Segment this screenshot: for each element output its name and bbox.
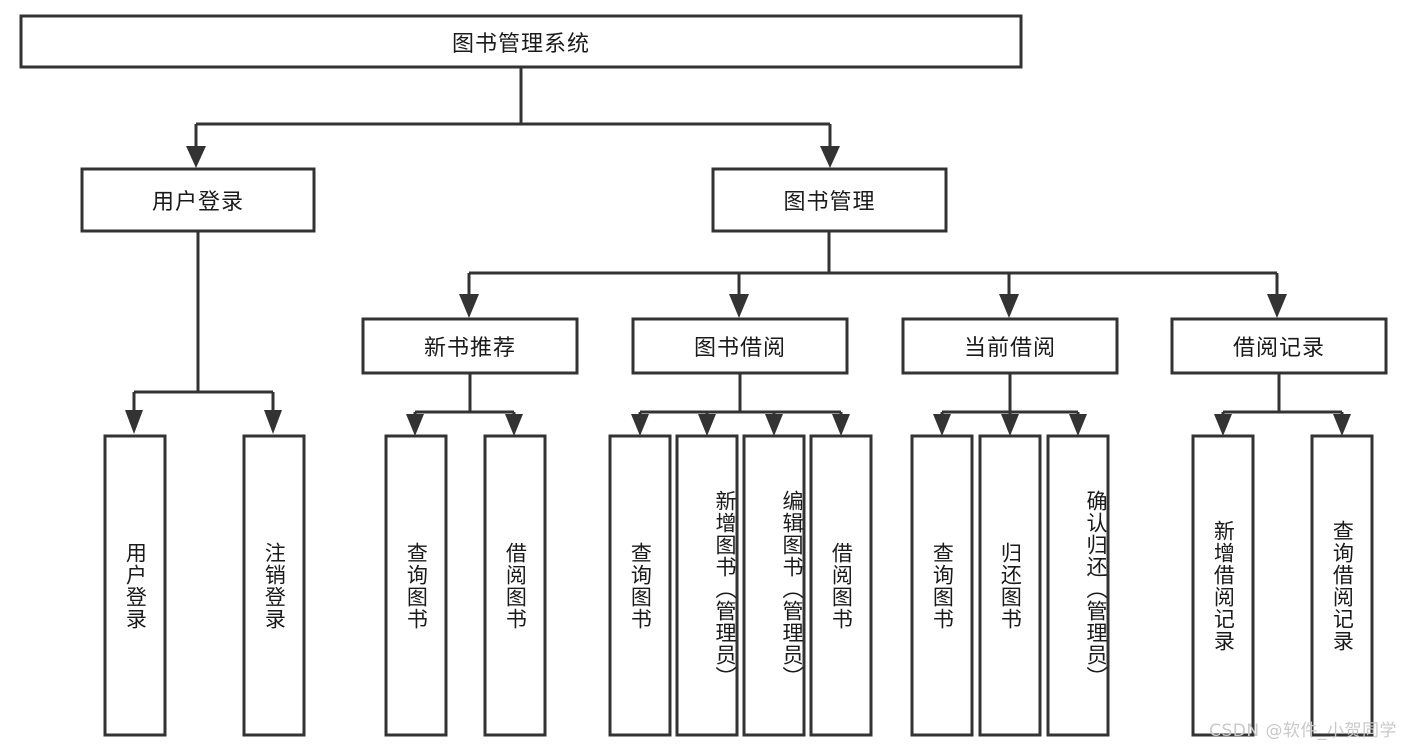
node-current-borrow-box[interactable]: [901, 317, 1119, 375]
node-user-login-box[interactable]: [80, 167, 316, 233]
leaf-box-current-borrow-2[interactable]: [1046, 434, 1110, 737]
arrow-head-userlogin-leaf2: [264, 410, 282, 434]
node-book-borrow-box[interactable]: [631, 317, 849, 375]
arrow-head-borrow-leaf1: [631, 414, 649, 436]
leaf-box-book-borrow-0[interactable]: [608, 434, 672, 737]
arrow-head-records-leaf1: [1214, 414, 1232, 436]
node-new-book-recommend-box[interactable]: [361, 317, 579, 375]
leaf-box-book-borrow-1[interactable]: [675, 434, 739, 737]
arrow-head-borrow-leaf3: [765, 414, 783, 436]
leaf-box-current-borrow-1[interactable]: [978, 434, 1042, 737]
csdn-watermark: CSDN @软件_小贺同学: [1209, 721, 1397, 741]
leaf-box-new-book-1[interactable]: [483, 434, 547, 737]
arrow-head-borrow-leaf2: [698, 414, 716, 436]
node-borrow-records-box[interactable]: [1170, 317, 1388, 375]
arrow-head-current-leaf3: [1069, 414, 1087, 436]
leaf-box-new-book-0[interactable]: [384, 434, 448, 737]
leaf-box-current-borrow-0[interactable]: [910, 434, 974, 737]
arrow-head-borrow-leaf4: [832, 414, 850, 436]
arrow-head-newbook-leaf1: [406, 414, 424, 436]
leaf-box-user-login-0[interactable]: [103, 434, 167, 737]
arrow-head-newbook-leaf2: [505, 414, 523, 436]
leaf-box-book-borrow-3[interactable]: [809, 434, 873, 737]
node-book-management-box[interactable]: [711, 167, 948, 233]
arrow-head-userlogin-leaf1: [125, 410, 143, 434]
node-root-box[interactable]: [19, 14, 1023, 69]
arrow-head-records-leaf2: [1333, 414, 1351, 436]
leaf-box-user-login-1[interactable]: [242, 434, 306, 737]
arrow-head-bookmgmt: [820, 146, 840, 168]
arrow-head-newbook: [459, 294, 479, 318]
arrow-head-borrow: [729, 294, 749, 318]
arrow-head-current-leaf2: [1001, 414, 1019, 436]
arrow-head-current-leaf1: [933, 414, 951, 436]
arrow-head-current: [999, 294, 1019, 318]
leaf-box-book-borrow-2[interactable]: [742, 434, 806, 737]
arrow-head-userlogin: [186, 146, 206, 168]
leaf-box-borrow-records-1[interactable]: [1310, 434, 1374, 737]
leaf-box-borrow-records-0[interactable]: [1191, 434, 1255, 737]
arrow-head-records: [1267, 294, 1287, 318]
